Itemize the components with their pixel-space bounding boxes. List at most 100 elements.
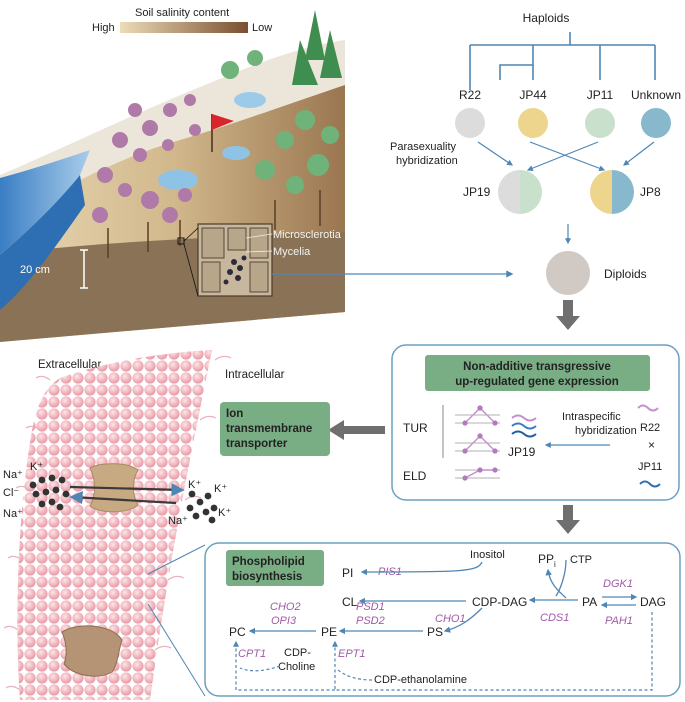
pond <box>234 92 266 108</box>
enzyme-cds1: CDS1 <box>540 612 569 624</box>
r22-wave <box>637 404 659 412</box>
phospholipid-title-1: Phospholipid <box>232 556 305 568</box>
node-cdp-choline-1: CDP- <box>284 647 311 659</box>
cell-membrane: Extracellular Intracellular K⁺ Na⁺ Cl⁻ N… <box>3 350 285 700</box>
salinity-title: Soil salinity content <box>135 7 229 19</box>
ion-out-cl: Cl⁻ <box>3 487 19 499</box>
pond <box>158 170 198 190</box>
hybrid-label-jp8: JP8 <box>640 185 661 199</box>
extracellular-label: Extracellular <box>38 359 101 371</box>
intracellular-label: Intracellular <box>225 369 285 381</box>
cross-parent-jp11: JP11 <box>638 461 662 473</box>
ion-out-k: K⁺ <box>30 461 43 473</box>
node-cdp-choline-2: Choline <box>278 661 315 673</box>
halophyte-plants-purple <box>92 94 201 223</box>
strain-label-jp44: JP44 <box>519 88 547 102</box>
jp19-chromosome-waves <box>511 414 537 438</box>
mycelia-label: Mycelia <box>273 246 311 258</box>
eld-label: ELD <box>403 469 427 483</box>
node-pi: PI <box>342 566 353 580</box>
ion-transporter-label-bg <box>220 402 330 456</box>
phospholipid-panel: Phospholipid biosynthesis PI Inositol PP… <box>204 542 681 697</box>
tur-label: TUR <box>403 421 428 435</box>
enzyme-ept1: EPT1 <box>338 648 366 660</box>
ion-efflux-arrow <box>69 483 185 497</box>
ion-in-k-3: K⁺ <box>218 507 231 519</box>
expression-pattern-icons <box>455 405 500 481</box>
hybridization-label: hybridization <box>396 155 458 167</box>
hybrid-label-jp19: JP19 <box>463 185 491 199</box>
diploid-circle <box>546 251 590 295</box>
node-ppi: PPi <box>538 552 556 569</box>
salinity-legend: Soil salinity content High Low <box>92 7 272 34</box>
lipid-bilayer <box>17 350 212 700</box>
depth-label: 20 cm <box>20 264 50 276</box>
halophyte-plants-green <box>221 50 339 194</box>
enzyme-opi3: OPI3 <box>271 615 297 627</box>
salinity-low-label: Low <box>252 22 272 34</box>
jp11-wave <box>639 480 661 488</box>
strain-label-unknown: Unknown <box>631 88 681 102</box>
crossing-arrows <box>477 141 655 172</box>
hybridization-label-2: hybridization <box>575 425 637 437</box>
phospholipid-title-bg <box>226 550 324 586</box>
expression-title-bg <box>425 355 650 391</box>
ion-transporter-label-1: Ion <box>226 408 243 420</box>
zoom-line <box>147 544 206 575</box>
ion-out-na-1: Na⁺ <box>3 469 23 481</box>
cross-parent-r22: R22 <box>640 422 660 434</box>
enzyme-pah1: PAH1 <box>605 615 633 627</box>
plant-roots <box>107 190 321 258</box>
node-cdp-dag: CDP-DAG <box>472 595 527 609</box>
sea-water <box>0 150 90 255</box>
to-phospholipid-arrow <box>556 505 580 534</box>
tall-plant <box>292 10 342 85</box>
tree-lines <box>469 32 656 90</box>
zoom-line <box>147 603 206 697</box>
node-dag: DAG <box>640 595 666 609</box>
salinity-gradient-bar <box>120 22 248 33</box>
expression-hybrid-label: JP19 <box>508 445 536 459</box>
pathway-arrows <box>248 559 638 635</box>
ion-in-k-2: K⁺ <box>214 483 227 495</box>
intraspecific-label: Intraspecific <box>562 411 621 423</box>
strain-circle-jp44 <box>518 108 548 138</box>
intracellular-ions <box>186 490 218 524</box>
strain-circle-unknown <box>641 108 671 138</box>
expression-title-line2: up-regulated gene expression <box>455 376 619 388</box>
diploids-label: Diploids <box>604 267 647 281</box>
enzyme-dgk1: DGK1 <box>603 578 633 590</box>
coastal-field-illustration: 20 cm Microsclerotia Mycelia <box>0 10 345 342</box>
enzyme-psd1: PSD1 <box>356 601 385 613</box>
node-inositol: Inositol <box>470 549 505 561</box>
expression-title-line1: Non-additive transgressive <box>463 361 611 373</box>
enzyme-cho2: CHO2 <box>270 601 301 613</box>
phospholipid-title-2: biosynthesis <box>232 571 302 583</box>
haploid-tree: Haploids R22 JP44 JP11 Unknown Parasexua… <box>390 11 681 330</box>
enzyme-cho1: CHO1 <box>435 613 466 625</box>
node-ps: PS <box>427 625 443 639</box>
strain-label-jp11: JP11 <box>587 88 614 102</box>
ion-out-na-2: Na⁺ <box>3 508 23 520</box>
cross-symbol: × <box>648 438 655 452</box>
extracellular-ions <box>29 474 70 511</box>
to-ion-transporter-arrow <box>328 420 385 440</box>
strain-circle-r22 <box>455 108 485 138</box>
enzyme-psd2: PSD2 <box>356 615 385 627</box>
hybrid-circle-jp19 <box>498 170 542 214</box>
node-pc: PC <box>229 625 246 639</box>
enzyme-cpt1: CPT1 <box>238 648 266 660</box>
ion-transporter-label-3: transporter <box>226 438 288 450</box>
strain-circle-jp11 <box>585 108 615 138</box>
haploids-title: Haploids <box>523 11 570 25</box>
node-pe: PE <box>321 625 337 639</box>
node-cl: CL <box>342 595 358 609</box>
node-cdp-ethanolamine: CDP-ethanolamine <box>374 674 467 686</box>
pond <box>222 146 250 160</box>
ion-in-k-1: K⁺ <box>188 479 201 491</box>
gene-expression-panel: Non-additive transgressive up-regulated … <box>391 344 680 501</box>
ion-influx-arrow <box>69 491 177 505</box>
diploids-down-arrow <box>556 300 580 330</box>
strain-label-r22: R22 <box>459 88 481 102</box>
